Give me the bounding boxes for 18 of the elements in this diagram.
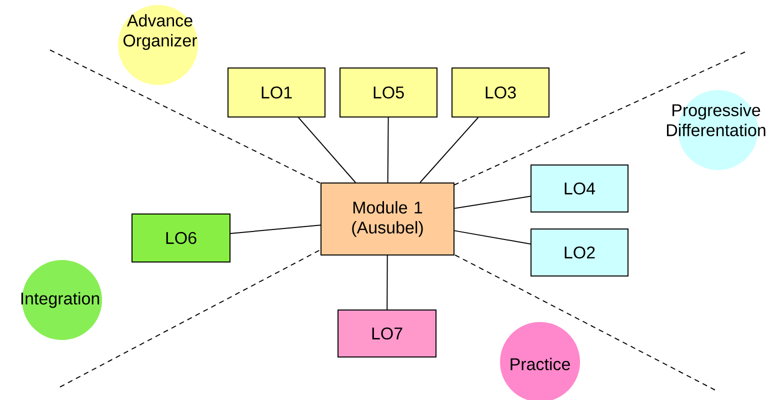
circle-label: Advance Organizer [118,5,198,85]
circle-label: Progressive Differentation [667,90,766,170]
box: LO6 [132,214,230,262]
box: LO4 [530,164,628,212]
connector-line [298,117,356,183]
box: LO5 [340,68,438,118]
connector-line [387,117,389,183]
connector-line [454,196,531,209]
box: LO3 [452,68,550,118]
connector-line [230,224,321,234]
box: Module 1 (Ausubel) [320,182,454,256]
box: LO1 [228,68,326,118]
box: LO2 [530,228,628,276]
circle-label: Practice [500,322,580,400]
connector-line [420,117,479,183]
connector-line [386,255,388,310]
connector-line [454,230,531,244]
box: LO7 [338,310,436,358]
